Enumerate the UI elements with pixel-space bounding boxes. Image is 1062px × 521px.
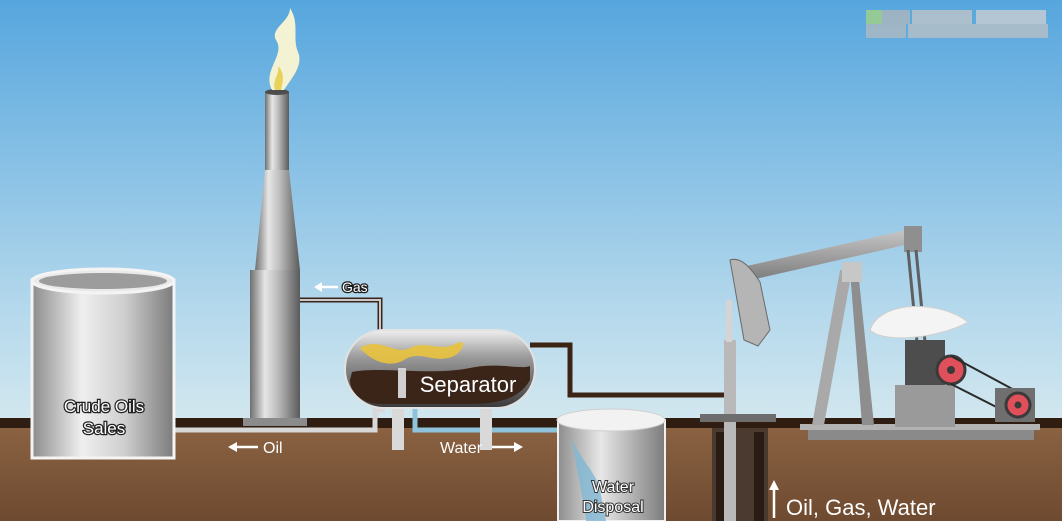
water-flow-arrow: Water bbox=[440, 440, 523, 457]
separator-label: Separator bbox=[420, 372, 517, 397]
well-flow-arrow: Oil, Gas, Water bbox=[769, 480, 936, 520]
oil-flow-arrow: Oil bbox=[228, 440, 283, 457]
wellhead bbox=[700, 300, 776, 521]
well-flow-label: Oil, Gas, Water bbox=[786, 495, 936, 520]
oil-pipe bbox=[170, 407, 385, 433]
gas-pipe-highlight bbox=[293, 299, 381, 330]
crude-tank-label-line2: Sales bbox=[83, 419, 126, 438]
horse-head bbox=[729, 258, 771, 347]
water-disposal-label-line2: Disposal bbox=[582, 499, 643, 516]
oil-label: Oil bbox=[263, 440, 283, 457]
walking-beam bbox=[738, 228, 918, 282]
gas-label: Gas bbox=[342, 279, 368, 295]
blurred-watermark bbox=[866, 10, 1048, 38]
water-disposal-tank: Water Disposal bbox=[556, 408, 666, 521]
counterweight-cranks bbox=[869, 306, 969, 339]
crude-tank-label-line1: Crude Oils bbox=[64, 397, 144, 416]
water-disposal-label-line1: Water bbox=[592, 479, 635, 496]
crude-oils-sales-tank: Crude Oils Sales bbox=[30, 267, 176, 460]
flare-flame bbox=[269, 8, 300, 90]
ground bbox=[0, 428, 1062, 521]
separator-vessel: Separator bbox=[344, 329, 536, 450]
flare-stack bbox=[243, 89, 307, 426]
pump-jack bbox=[729, 226, 1040, 440]
water-label: Water bbox=[440, 440, 483, 457]
gas-flow-arrow: Gas bbox=[314, 278, 369, 296]
